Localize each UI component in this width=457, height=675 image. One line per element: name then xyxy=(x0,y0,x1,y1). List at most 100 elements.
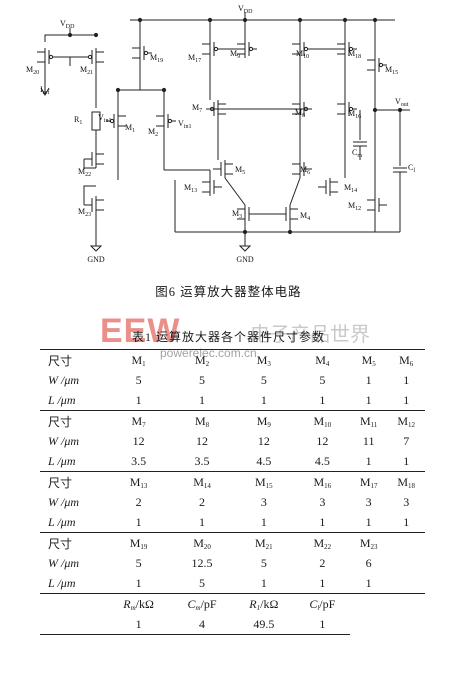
column-header xyxy=(387,532,425,553)
current-arrow-icon xyxy=(40,87,50,97)
transistor-label-m23: M23 xyxy=(78,207,91,218)
column-header: M23 xyxy=(349,532,388,553)
table-cell: 1 xyxy=(349,451,388,472)
transistor-label-m3: M3 xyxy=(232,209,242,220)
column-header: M18 xyxy=(387,471,425,492)
table-cell: 4.5 xyxy=(294,451,350,472)
empty-cell xyxy=(40,593,106,614)
circuit-wires xyxy=(37,12,410,252)
column-header: M11 xyxy=(349,410,388,431)
table-cell: 1 xyxy=(294,614,350,635)
junction-dot xyxy=(297,17,303,23)
row-label: L /μm xyxy=(40,573,106,594)
pmos-bubble xyxy=(48,54,54,60)
table-cell: 1 xyxy=(403,372,410,387)
column-header: M14 xyxy=(171,471,233,492)
table-cell: 1 xyxy=(106,614,172,635)
table-cell: 1 xyxy=(106,390,172,411)
column-header: M20 xyxy=(171,532,233,553)
junction-dot xyxy=(397,107,403,113)
table-cell: 7 xyxy=(403,433,410,448)
column-header: M17 xyxy=(349,471,388,492)
column-header: M19 xyxy=(106,532,172,553)
ground-icon xyxy=(238,245,252,252)
ground-icon xyxy=(89,245,103,252)
junction-dot xyxy=(342,17,348,23)
row-label: W /μm xyxy=(48,433,80,448)
wire xyxy=(289,177,301,206)
vdd-top-label: VDD xyxy=(238,4,253,15)
column-header: M21 xyxy=(232,532,295,553)
transistor-label-m13: M13 xyxy=(184,183,197,194)
vdd-left-label: VDD xyxy=(60,19,75,30)
table-cell: 5 xyxy=(171,573,233,594)
table-cell: 11 xyxy=(362,433,375,448)
column-header: Rm/kΩ xyxy=(106,593,172,614)
junction-dot xyxy=(242,229,248,235)
table-cell: 1 xyxy=(171,390,233,411)
row-label: 尺寸 xyxy=(40,349,106,370)
column-header: M7 xyxy=(106,410,172,431)
transistor-label-m21: M21 xyxy=(80,65,93,76)
transistor-label-m20: M20 xyxy=(26,65,39,76)
table-cell: 12 xyxy=(196,433,209,448)
junction-dot xyxy=(67,32,73,38)
table-cell: 12 xyxy=(132,433,145,448)
table-cell: 1 xyxy=(387,451,425,472)
row-label: L /μm xyxy=(40,390,106,411)
junction-dot xyxy=(372,107,378,113)
wire xyxy=(83,159,96,169)
row-label: 尺寸 xyxy=(40,471,106,492)
wire xyxy=(83,185,96,205)
table-cell: 12 xyxy=(257,433,270,448)
table-cell: 5 xyxy=(199,372,206,387)
transistor-label-m19: M19 xyxy=(150,53,163,64)
row-label: 尺寸 xyxy=(40,410,106,431)
transistor-label-m17: M17 xyxy=(188,53,201,64)
table-cell: 1 xyxy=(106,512,172,533)
transistor-label-m8: M8 xyxy=(295,108,305,119)
junction-dot xyxy=(161,87,167,93)
table-cell: 1 xyxy=(294,512,350,533)
cm-label: Cm xyxy=(352,148,362,159)
column-header: M3 xyxy=(232,349,295,370)
table-cell: 3 xyxy=(319,494,326,509)
table-cell: 1 xyxy=(106,573,172,594)
table-cell: 5 xyxy=(260,372,267,387)
table-cell xyxy=(387,573,425,594)
table-cell: 5 xyxy=(319,372,326,387)
empty-cell xyxy=(40,614,106,635)
transistor-label-m16: M16 xyxy=(348,109,361,120)
transistor-label-m18: M18 xyxy=(348,49,361,60)
row-label: 尺寸 xyxy=(40,532,106,553)
transistor-label-m4: M4 xyxy=(300,211,310,222)
row-label: L /μm xyxy=(40,451,106,472)
table-cell: 5 xyxy=(260,555,267,570)
r1-label: R1 xyxy=(74,115,82,126)
junction-dot xyxy=(242,17,248,23)
gnd-center-label: GND xyxy=(236,255,254,264)
table-cell: 4 xyxy=(171,614,233,635)
column-header: Cm/pF xyxy=(171,593,233,614)
junction-dot xyxy=(115,87,121,93)
vout-label: Vout xyxy=(395,97,409,108)
pmos-bubble xyxy=(143,50,149,56)
transistor-label-m15: M15 xyxy=(385,65,398,76)
table-cell: 1 xyxy=(232,512,295,533)
transistor-label-m7: M7 xyxy=(192,103,202,114)
table-cell: 4.5 xyxy=(232,451,295,472)
transistor-label-m10: M10 xyxy=(296,49,309,60)
junction-dot xyxy=(137,17,143,23)
pmos-bubble xyxy=(248,46,254,52)
